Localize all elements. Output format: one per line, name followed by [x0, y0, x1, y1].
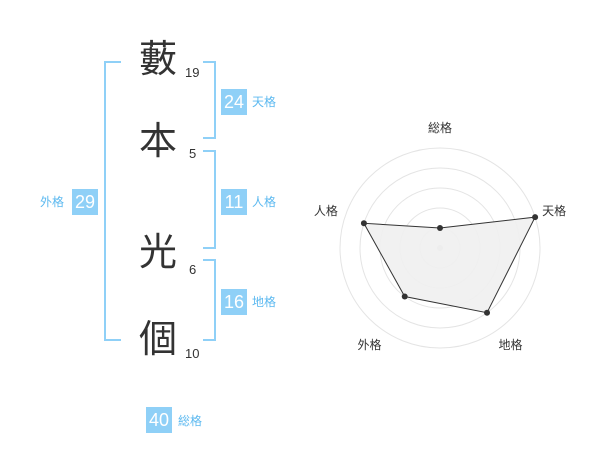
name-char-3: 光: [138, 230, 177, 274]
radar-point: [401, 293, 408, 300]
radar-point: [437, 225, 443, 231]
jinkaku-label: 人格: [252, 195, 277, 209]
name-char-4: 個: [138, 317, 177, 361]
name-char-2: 本: [138, 119, 177, 163]
soukaku-label: 総格: [178, 414, 203, 428]
tenkaku-value: 24: [221, 89, 247, 115]
jinkaku-bracket: [203, 150, 216, 249]
tenkaku-bracket: [203, 61, 216, 139]
radar-ring: [339, 147, 541, 349]
radar-axis-label: 天格: [542, 203, 566, 218]
radar-axis-label: 外格: [357, 337, 381, 352]
radar-axis-label: 総格: [428, 120, 452, 135]
tenkaku-label: 天格: [252, 95, 277, 109]
jinkaku-value: 11: [221, 189, 247, 215]
soukaku-value: 40: [146, 407, 172, 433]
stroke-count-2: 5: [189, 146, 197, 161]
radar-points: [360, 214, 539, 316]
radar-point: [360, 220, 367, 227]
gaikaku-label: 外格: [40, 195, 65, 209]
radar-point: [532, 214, 539, 221]
radar-area: [363, 216, 536, 314]
stroke-count-3: 6: [189, 262, 197, 277]
gaikaku-bracket: [104, 61, 121, 341]
radar-point: [484, 309, 491, 316]
stroke-count-4: 10: [185, 346, 200, 361]
radar-axis-label: 地格: [498, 337, 522, 352]
radar-axis-label: 人格: [314, 203, 338, 218]
chikaku-value: 16: [221, 289, 247, 315]
name-char-1: 藪: [138, 37, 177, 81]
stroke-count-1: 19: [185, 65, 200, 80]
chikaku-bracket: [203, 259, 216, 341]
chikaku-label: 地格: [252, 295, 277, 309]
gaikaku-value: 29: [72, 189, 98, 215]
